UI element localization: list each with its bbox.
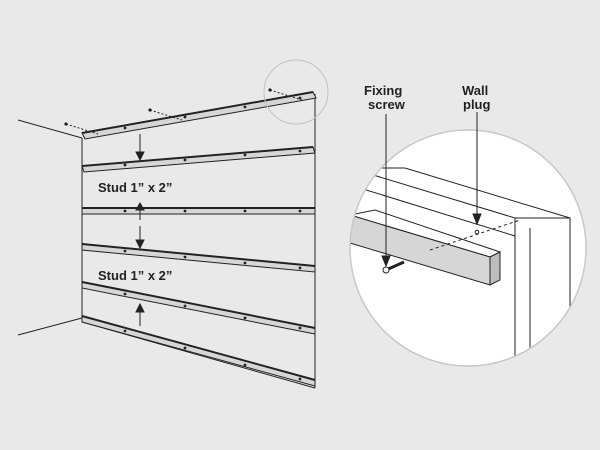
plug-label-line1: Wall bbox=[462, 83, 488, 98]
batten-6 bbox=[81, 315, 316, 387]
stud-label-lower: Stud 1” x 2” bbox=[98, 268, 172, 283]
wall-plug-pointer bbox=[472, 112, 482, 235]
fixing-label-line1: Fixing bbox=[364, 83, 402, 98]
batten-4 bbox=[81, 243, 316, 273]
top-screw-indicators bbox=[65, 89, 303, 135]
batten-5 bbox=[81, 281, 316, 335]
top-screw-heads bbox=[64, 88, 272, 126]
spacing-arrows bbox=[135, 134, 145, 326]
detail-circle-border bbox=[349, 129, 587, 367]
fixing-label-line2: screw bbox=[368, 97, 406, 112]
fixing-screw-pointer bbox=[381, 114, 391, 268]
batten-3 bbox=[81, 207, 316, 215]
batten-screws bbox=[123, 96, 302, 381]
plug-label-line2: plug bbox=[463, 97, 490, 112]
batten-2 bbox=[81, 146, 316, 173]
corner-callout-circle bbox=[263, 59, 329, 125]
batten-1 bbox=[81, 91, 317, 140]
stud-label-upper: Stud 1” x 2” bbox=[98, 180, 172, 195]
